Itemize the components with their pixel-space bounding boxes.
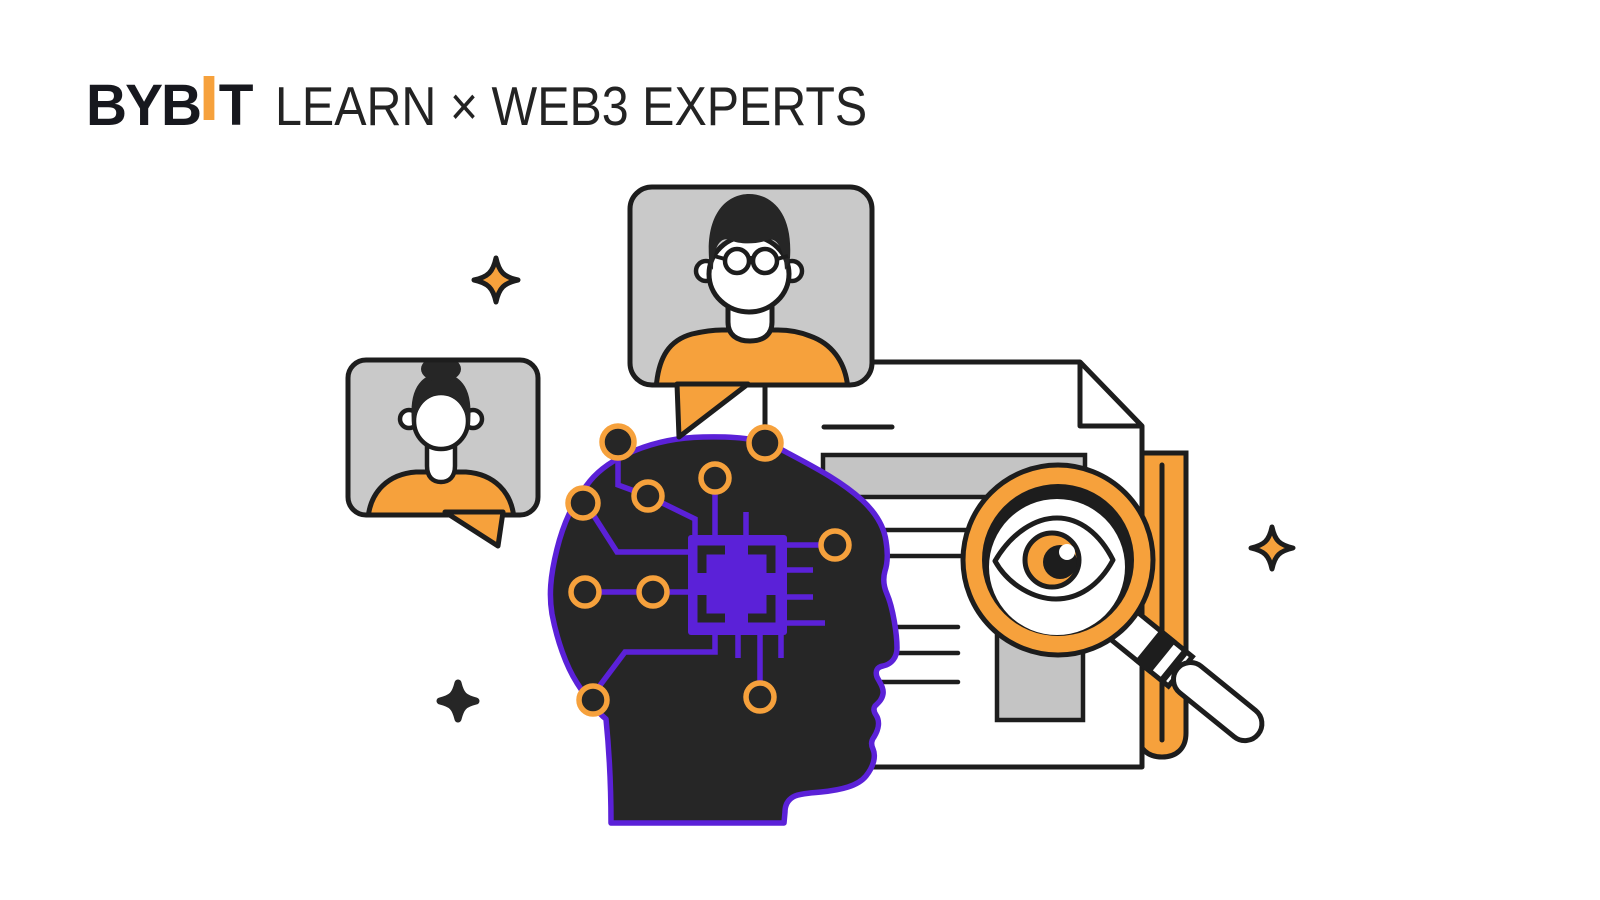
logo-text-prefix: BYB [86, 73, 202, 138]
male-glasses [713, 246, 789, 276]
head-silhouette [547, 383, 900, 826]
eye-glint [1059, 544, 1075, 560]
bookmark-bar [1135, 450, 1189, 760]
male-hair [708, 194, 791, 270]
circuit-nodes [565, 423, 852, 717]
sparkle-left-icon [471, 255, 521, 305]
bubble-tail-small [442, 509, 506, 549]
brand-header: BYB T LEARN × WEB3 EXPERTS [86, 73, 948, 138]
sparkle-right-icon [1248, 524, 1296, 572]
brand-tagline: LEARN × WEB3 EXPERTS [274, 75, 868, 137]
eye-icon [992, 515, 1116, 602]
female-neck [424, 441, 458, 485]
bubble-tail-large [674, 381, 751, 440]
speech-bubble-large [627, 184, 875, 440]
male-shirt [653, 327, 851, 385]
bybit-logo: BYB T [86, 73, 254, 138]
magnifier-eye-icon [960, 462, 1265, 744]
female-hair [411, 373, 471, 430]
document-outline [838, 359, 1145, 770]
cpu-chip-icon [688, 535, 787, 635]
avatar-female-expert [365, 360, 517, 515]
chip-bracket-marks [697, 545, 776, 623]
logo-text-suffix: T [218, 73, 254, 138]
logo-accent-bar-icon [204, 76, 215, 121]
circuit-traces [585, 455, 825, 690]
sparkle-bottom-icon [436, 679, 480, 723]
male-face [706, 233, 792, 315]
female-shirt [365, 469, 517, 515]
speech-bubble-small [345, 357, 541, 549]
avatar-male-expert [653, 194, 851, 385]
